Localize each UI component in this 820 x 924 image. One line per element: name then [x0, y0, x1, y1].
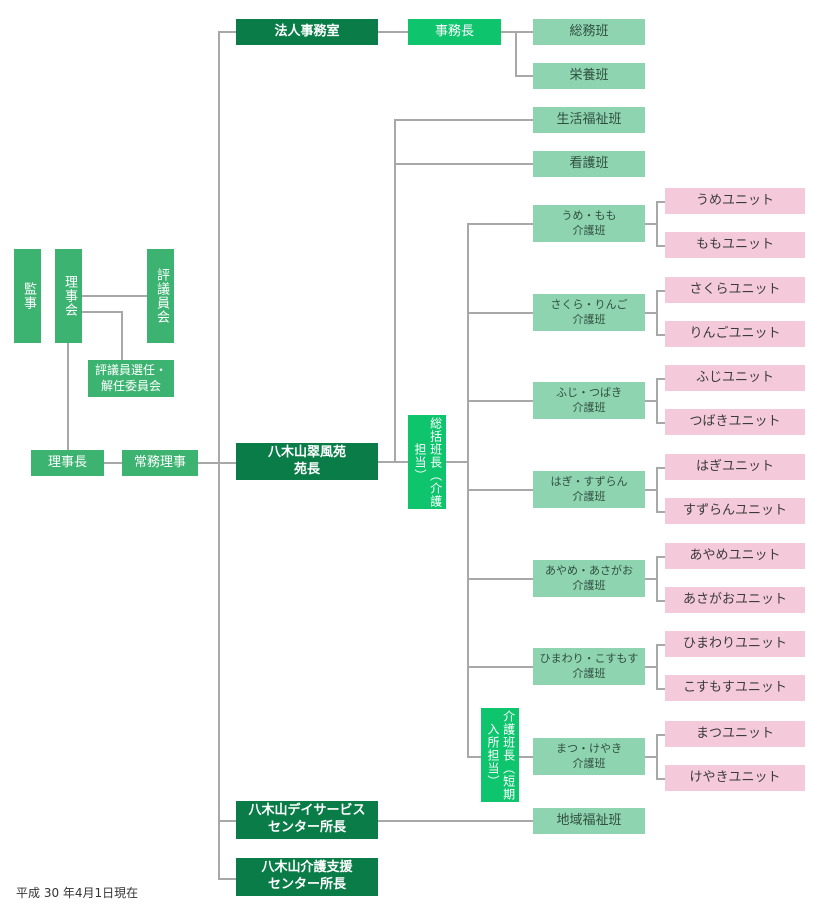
connector: [218, 820, 236, 822]
connector: [467, 223, 533, 225]
connector: [467, 489, 533, 491]
connector: [218, 31, 236, 33]
day-service-director-box: 八木山デイサービス センター所長: [236, 801, 378, 839]
unit-box: さくらユニット: [665, 277, 805, 303]
connector: [656, 778, 665, 780]
unit-box: ももユニット: [665, 232, 805, 258]
chief-care-leader-box: 総括班長（介護担当）: [408, 415, 446, 509]
unit-box: ひまわりユニット: [665, 631, 805, 657]
unit-box: まつユニット: [665, 721, 805, 747]
connector: [645, 223, 657, 225]
date-note: 平成 30 年4月1日現在: [16, 886, 139, 900]
unit-box: あやめユニット: [665, 543, 805, 569]
connector: [67, 343, 69, 455]
connector: [656, 688, 665, 690]
connector: [656, 334, 665, 336]
board-of-directors-box: 理事会: [55, 249, 82, 343]
connector: [645, 489, 657, 491]
connector: [218, 878, 236, 880]
connector: [656, 290, 658, 336]
unit-box: あさがおユニット: [665, 587, 805, 613]
unit-box: はぎユニット: [665, 454, 805, 480]
connector: [645, 400, 657, 402]
councilor-selection-committee-box: 評議員選任・ 解任委員会: [88, 360, 174, 397]
connector: [656, 245, 665, 247]
connector: [81, 311, 122, 313]
connector: [218, 31, 220, 879]
connector: [378, 31, 408, 33]
unit-box: うめユニット: [665, 188, 805, 214]
care-support-director-box: 八木山介護支援 センター所長: [236, 858, 378, 896]
connector: [198, 462, 236, 464]
connector: [519, 756, 533, 758]
connector: [656, 201, 665, 203]
connector: [394, 163, 533, 165]
executive-director-box: 常務理事: [122, 450, 198, 476]
connector: [81, 295, 147, 297]
care-team-box: うめ・もも 介護班: [533, 205, 645, 242]
connector: [394, 119, 396, 462]
connector: [656, 556, 658, 602]
connector: [656, 734, 658, 780]
connector: [104, 462, 122, 464]
connector: [656, 600, 665, 602]
connector: [656, 422, 665, 424]
connector: [467, 756, 481, 758]
connector: [656, 378, 658, 424]
connector: [515, 75, 533, 77]
connector: [656, 644, 658, 690]
care-team-box: ひまわり・こすもす 介護班: [533, 648, 645, 685]
life-welfare-box: 生活福祉班: [533, 107, 645, 133]
unit-box: りんごユニット: [665, 321, 805, 347]
connector: [394, 119, 533, 121]
short-stay-care-leader-box: 介護班長（短期入所担当）: [481, 708, 519, 802]
auditor-box: 監事: [14, 249, 41, 343]
connector: [656, 467, 665, 469]
connector: [467, 666, 533, 668]
connector: [645, 312, 657, 314]
connector: [656, 467, 658, 513]
care-team-box: ふじ・つばき 介護班: [533, 382, 645, 419]
unit-box: ふじユニット: [665, 365, 805, 391]
connector: [656, 378, 665, 380]
community-welfare-box: 地域福祉班: [533, 808, 645, 834]
corporate-office-box: 法人事務室: [236, 19, 378, 45]
facility-director-box: 八木山翠風苑 苑長: [236, 443, 378, 480]
care-team-box: まつ・けやき 介護班: [533, 738, 645, 775]
care-team-box: あやめ・あさがお 介護班: [533, 560, 645, 597]
connector: [378, 820, 533, 822]
connector: [645, 666, 657, 668]
councilors-box: 評議員会: [147, 249, 174, 343]
general-affairs-box: 総務班: [533, 19, 645, 45]
connector: [645, 756, 657, 758]
connector: [656, 734, 665, 736]
connector: [501, 31, 533, 33]
office-manager-box: 事務長: [408, 19, 501, 45]
connector: [656, 290, 665, 292]
chairman-box: 理事長: [31, 450, 104, 476]
connector: [446, 461, 468, 463]
connector: [467, 312, 533, 314]
connector: [656, 556, 665, 558]
connector: [467, 400, 533, 402]
care-team-box: はぎ・すずらん 介護班: [533, 471, 645, 508]
connector: [645, 578, 657, 580]
unit-box: すずらんユニット: [665, 498, 805, 524]
connector: [656, 511, 665, 513]
connector: [121, 311, 123, 361]
care-team-box: さくら・りんご 介護班: [533, 294, 645, 331]
connector: [378, 461, 408, 463]
connector: [656, 644, 665, 646]
unit-box: つばきユニット: [665, 409, 805, 435]
unit-box: けやきユニット: [665, 765, 805, 791]
connector: [467, 578, 533, 580]
connector: [656, 201, 658, 247]
unit-box: こすもすユニット: [665, 675, 805, 701]
nutrition-box: 栄養班: [533, 63, 645, 89]
connector: [515, 31, 517, 76]
nursing-box: 看護班: [533, 151, 645, 177]
